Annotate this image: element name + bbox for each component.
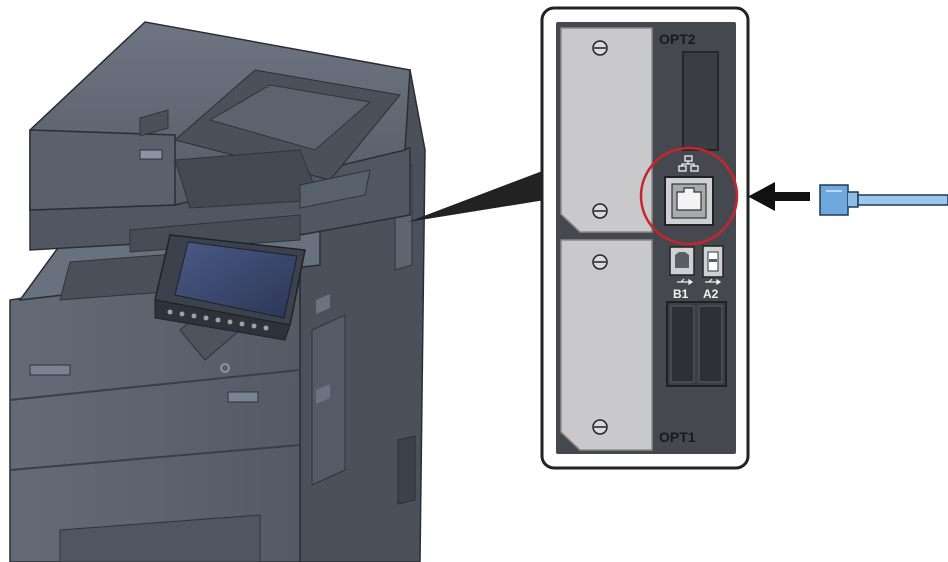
opt1-slot-cover [560, 239, 653, 451]
callout-pointer [408, 170, 545, 222]
usb-port-b1[interactable] [669, 246, 695, 276]
opt2-label: OPT2 [659, 31, 696, 47]
operation-panel [154, 234, 306, 341]
usb-icon [677, 278, 694, 286]
feeder-label [139, 149, 163, 160]
network-port-icon [678, 155, 699, 172]
printer [9, 21, 545, 562]
highlight-circle [639, 146, 739, 246]
interface-panel: OPT2 OPT1 [540, 6, 750, 470]
screw-icon [592, 203, 608, 219]
usb-b1-label: B1 [673, 287, 689, 301]
drawer-label-2 [227, 391, 259, 403]
screw-icon [592, 40, 608, 56]
usb-icon [705, 278, 722, 286]
opt1-label: OPT1 [659, 429, 696, 445]
drawer-label [29, 364, 71, 376]
option-connector [682, 51, 719, 151]
opt2-slot-cover [560, 27, 653, 233]
lan-cable-icon [819, 184, 948, 216]
network-port[interactable] [664, 176, 714, 226]
insert-arrow-icon [748, 182, 810, 211]
screw-icon [592, 254, 608, 270]
screw-icon [592, 419, 608, 435]
touch-screen [174, 241, 298, 319]
usb-a2-label: A2 [703, 287, 719, 301]
usb-port-a2[interactable] [702, 245, 724, 278]
